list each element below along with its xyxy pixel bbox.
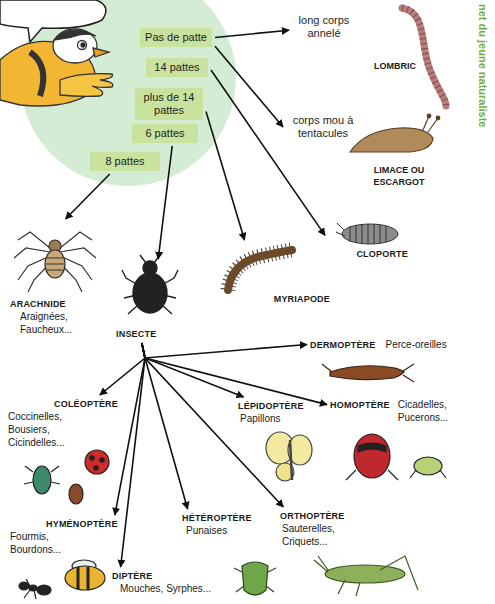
key-text: 8 pattes — [94, 155, 156, 168]
taxon-group: INSECTE — [112, 262, 188, 340]
taxon-name: MYRIAPODE — [274, 293, 330, 305]
taxon-group: COLÉOPTÈRECoccinelles, Bousiers, Cicinde… — [6, 398, 121, 449]
taxon-name: HOMOPTÈRE — [330, 399, 390, 411]
key-arrow — [211, 70, 325, 235]
earthworm-picture — [402, 8, 446, 106]
taxon-examples: Cicadelles, Pucerons... — [398, 398, 470, 424]
beetle-picture — [122, 255, 178, 314]
taxon-name: ORTHOPTÈRE — [280, 510, 345, 522]
taxon-examples: Mouches, Syrphes... — [120, 582, 211, 595]
key-text: plus de 14 pattes — [139, 91, 199, 117]
ladybird-picture — [24, 450, 109, 504]
grasshopper-picture — [314, 556, 418, 596]
key-box: plus de 14 pattes — [135, 88, 203, 120]
taxon-name: DIPTÈRE — [112, 570, 152, 582]
taxon-examples: Punaises — [186, 524, 227, 537]
bird-illustration — [0, 29, 113, 106]
taxon-name: DERMOPTÈRE — [310, 339, 376, 351]
key-arrow — [215, 46, 283, 127]
key-arrow — [100, 343, 145, 395]
taxon-group: HOMOPTÈRE Cicadelles, Pucerons... — [330, 398, 482, 424]
taxon-examples: Sauterelles, Criquets... — [282, 522, 358, 548]
butterfly-picture — [266, 432, 312, 481]
key-text: 14 pattes — [150, 61, 204, 74]
animal-name: LOMBRIC — [374, 60, 416, 72]
key-box: 8 pattes — [90, 152, 160, 171]
key-box: 14 pattes — [146, 58, 208, 77]
key-arrow — [158, 146, 172, 259]
bee-picture — [19, 560, 105, 599]
taxon-group: ORTHOPTÈRESauterelles, Criquets... — [280, 510, 400, 548]
key-arrow — [142, 343, 307, 358]
taxon-examples: Fourmis, Bourdons... — [10, 530, 76, 556]
trait-text-block: corps mou à tentacules — [286, 114, 360, 140]
woodlouse-picture — [336, 223, 398, 244]
animal-name: LIMACE OU ESCARGOT — [366, 164, 432, 188]
key-text: 6 pattes — [136, 127, 194, 140]
myriapod-picture — [228, 250, 292, 290]
taxon-name: ARACHNIDE — [10, 298, 66, 310]
taxon-name: INSECTE — [116, 328, 156, 340]
key-arrow — [142, 343, 327, 405]
taxon-group: DERMOPTÈRE Perce-oreilles — [310, 338, 460, 351]
sidebar-title: net du jeune naturaliste — [477, 4, 489, 127]
taxon-name: CLOPORTE — [356, 248, 408, 260]
key-box: 6 pattes — [132, 124, 198, 143]
taxon-group: MYRIAPODE — [218, 243, 330, 305]
key-arrow — [142, 343, 188, 509]
slug-picture — [350, 114, 440, 152]
trait-text-block: long corps annelé — [292, 14, 356, 40]
taxon-group: HYMÉNOPTÈREFourmis, Bourdons... — [8, 518, 124, 556]
taxon-name: LÉPIDOPTÈRE — [238, 400, 304, 412]
leafhopper-picture — [346, 434, 446, 480]
key-arrow — [121, 343, 145, 567]
taxon-name: HYMÉNOPTÈRE — [46, 518, 118, 530]
taxon-group: HÉTÉROPTÈREPunaises — [182, 512, 262, 537]
taxon-group: ARACHNIDEAraignées, Faucheux... — [8, 222, 112, 336]
taxon-group: CLOPORTE — [328, 220, 408, 260]
key-arrow — [142, 343, 283, 507]
key-text: Pas de patte — [144, 31, 208, 44]
earwig-picture — [322, 364, 414, 382]
taxon-examples: Perce-oreilles — [386, 338, 447, 351]
key-box: Pas de patte — [140, 28, 212, 47]
key-text: long corps annelé — [292, 14, 356, 40]
taxon-name: COLÉOPTÈRE — [54, 398, 118, 410]
taxon-group: LÉPIDOPTÈREPapillons — [238, 400, 318, 425]
key-arrow — [215, 30, 289, 37]
key-arrow — [66, 174, 110, 219]
key-text: corps mou à tentacules — [286, 114, 360, 140]
key-arrow — [206, 112, 245, 240]
shieldbug-picture — [234, 562, 276, 595]
taxon-name: HÉTÉROPTÈRE — [182, 512, 252, 524]
taxon-group: DIPTÈREMouches, Syrphes... — [112, 570, 222, 595]
taxon-examples: Coccinelles, Bousiers, Cicindelles... — [8, 410, 80, 449]
spider-picture — [14, 232, 96, 292]
taxon-examples: Papillons — [240, 412, 281, 425]
taxon-examples: Araignées, Faucheux... — [20, 310, 90, 336]
